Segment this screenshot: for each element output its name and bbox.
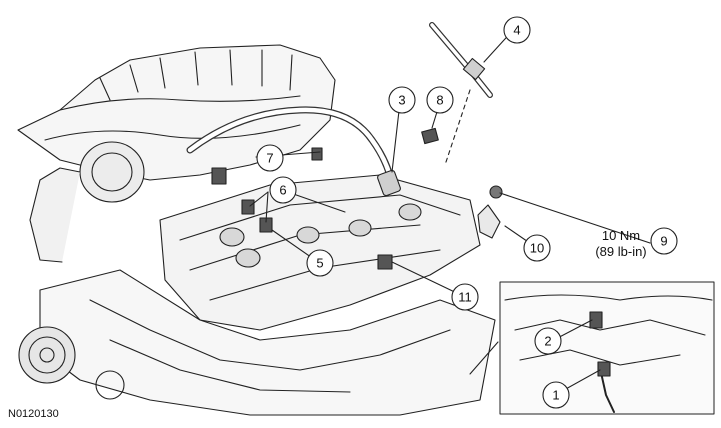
callout-circle-9 xyxy=(650,227,678,255)
callout-label-9: 9 xyxy=(660,234,667,249)
clip-8 xyxy=(421,127,439,145)
bracket-10 xyxy=(477,204,501,239)
callout-group xyxy=(256,16,678,409)
callout-label-6: 6 xyxy=(279,183,286,198)
callout-circle-8 xyxy=(426,86,454,114)
throttle-body xyxy=(79,141,145,203)
callout-label-2: 2 xyxy=(544,334,551,349)
callout-label-8: 8 xyxy=(436,93,443,108)
callout-label-7: 7 xyxy=(266,151,273,166)
torque-spec: 10 Nm (89 lb-in) xyxy=(586,228,656,260)
callout-circle-6 xyxy=(269,176,297,204)
torque-imperial: (89 lb-in) xyxy=(595,244,647,259)
callout-circle-5 xyxy=(306,249,334,277)
callout-circle-1 xyxy=(542,381,570,409)
callout-circle-2 xyxy=(534,327,562,355)
callout-circle-3 xyxy=(388,86,416,114)
callout-label-1: 1 xyxy=(552,388,559,403)
callout-circle-11 xyxy=(451,283,479,311)
callout-label-10: 10 xyxy=(530,241,544,256)
bolt-9 xyxy=(489,185,503,199)
callout-circle-7 xyxy=(256,144,284,172)
callout-circle-10 xyxy=(523,234,551,262)
callout-label-3: 3 xyxy=(398,93,405,108)
callout-label-5: 5 xyxy=(316,256,323,271)
torque-metric: 10 Nm xyxy=(601,228,641,243)
crank-pulley xyxy=(18,326,76,384)
engine-block xyxy=(39,269,496,416)
inset-frame xyxy=(499,281,715,415)
figure-id: N0120130 xyxy=(8,408,59,420)
callout-circle-4 xyxy=(503,16,531,44)
callout-label-4: 4 xyxy=(513,23,520,38)
callout-label-11: 11 xyxy=(458,290,472,305)
